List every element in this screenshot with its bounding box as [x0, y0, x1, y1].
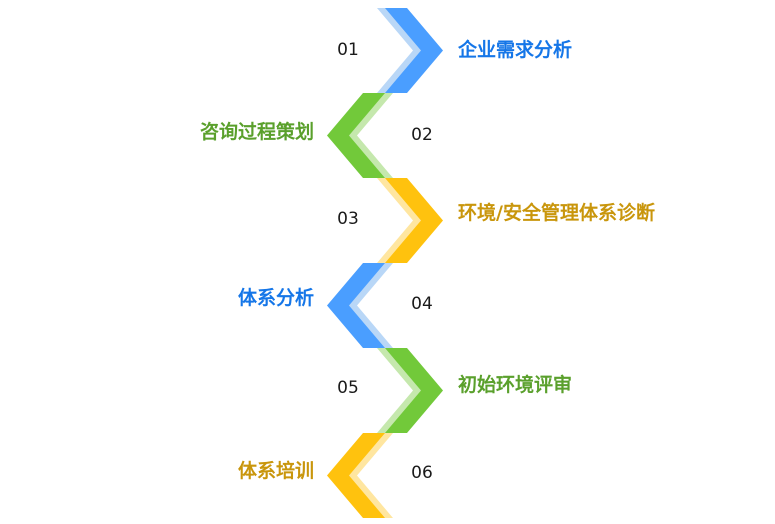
step-label-05: 初始环境评审: [458, 373, 572, 396]
chevron-segment-05: [385, 348, 443, 433]
step-label-06: 体系培训: [238, 459, 314, 482]
chevron-segment-06: [327, 433, 385, 518]
step-number-05: 05: [337, 378, 359, 398]
chevron-segment-01: [385, 8, 443, 93]
step-number-01: 01: [337, 40, 359, 60]
step-number-03: 03: [337, 209, 359, 229]
step-label-03: 环境/安全管理体系诊断: [458, 201, 655, 224]
chevron-segment-04: [327, 263, 385, 348]
chevron-segment-02: [327, 93, 385, 178]
step-number-02: 02: [411, 125, 433, 145]
step-label-01: 企业需求分析: [457, 38, 572, 61]
chevron-segment-03: [385, 178, 443, 263]
zigzag-chevron-track: [327, 8, 443, 518]
step-label-02: 咨询过程策划: [200, 120, 314, 143]
step-number-04: 04: [411, 294, 433, 314]
step-label-04: 体系分析: [238, 286, 314, 309]
step-number-06: 06: [411, 463, 433, 483]
